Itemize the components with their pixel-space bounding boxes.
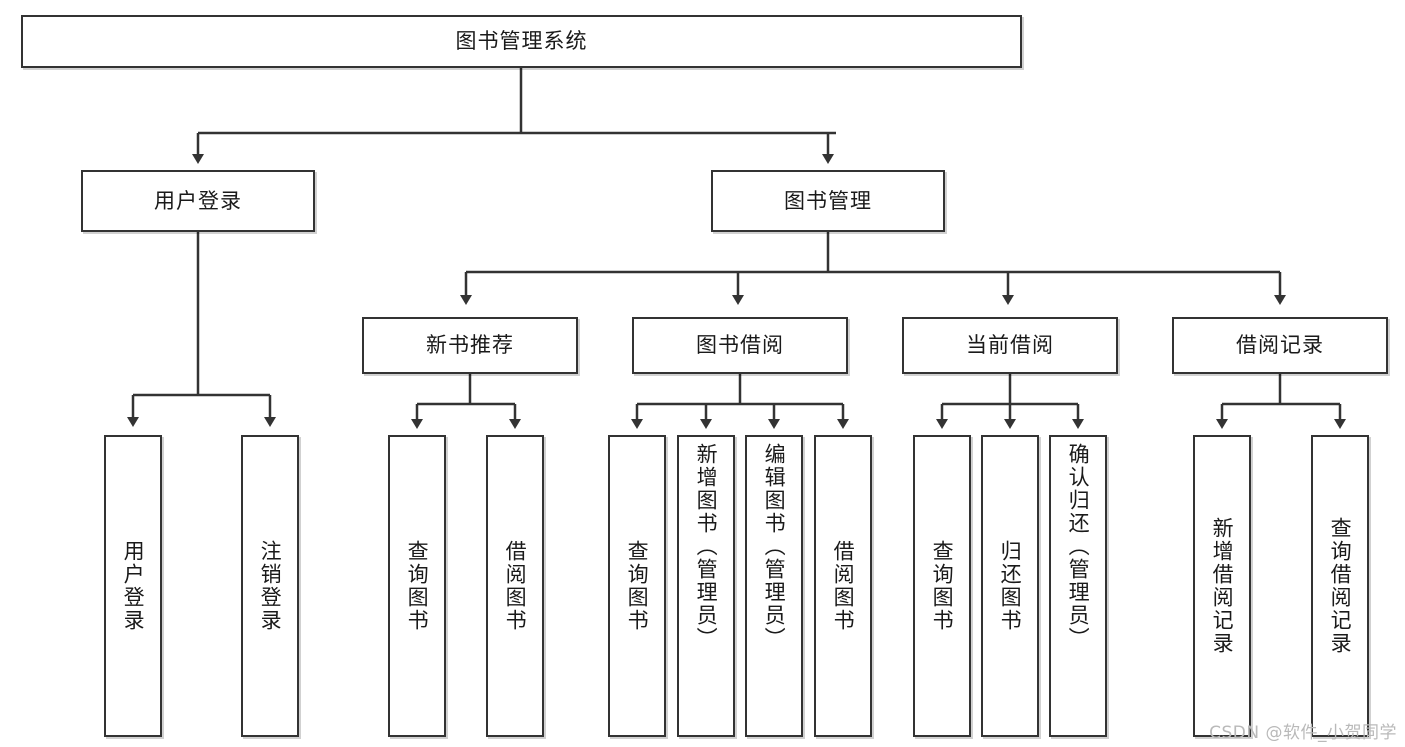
leaf-return-book[interactable]: 归还图书 xyxy=(981,435,1039,737)
leaf-confirm-return-label: 确认归还（管理员） xyxy=(1066,443,1091,650)
leaf-borrow-book-1[interactable]: 借阅图书 xyxy=(486,435,544,737)
node-borrow-record-label: 借阅记录 xyxy=(1236,333,1324,357)
leaf-add-book[interactable]: 新增图书（管理员） xyxy=(677,435,735,737)
node-new-book-recommend-label: 新书推荐 xyxy=(426,333,514,357)
node-current-borrow-label: 当前借阅 xyxy=(966,333,1054,357)
node-book-borrow-label: 图书借阅 xyxy=(696,333,784,357)
node-book-management-label: 图书管理 xyxy=(784,188,872,213)
leaf-borrow-book-2-label: 借阅图书 xyxy=(831,540,856,632)
node-user-login-label: 用户登录 xyxy=(154,188,242,213)
leaf-add-borrow-record-label: 新增借阅记录 xyxy=(1210,517,1235,655)
leaf-logout-login[interactable]: 注销登录 xyxy=(241,435,299,737)
leaf-user-login-label: 用户登录 xyxy=(121,540,146,632)
node-book-management[interactable]: 图书管理 xyxy=(711,170,945,232)
node-new-book-recommend[interactable]: 新书推荐 xyxy=(362,317,578,374)
leaf-add-book-label: 新增图书（管理员） xyxy=(694,443,719,650)
leaf-query-book-2-label: 查询图书 xyxy=(625,540,650,632)
leaf-logout-login-label: 注销登录 xyxy=(258,540,283,632)
leaf-query-book-1[interactable]: 查询图书 xyxy=(388,435,446,737)
leaf-query-book-3[interactable]: 查询图书 xyxy=(913,435,971,737)
leaf-borrow-book-2[interactable]: 借阅图书 xyxy=(814,435,872,737)
node-book-borrow[interactable]: 图书借阅 xyxy=(632,317,848,374)
node-user-login[interactable]: 用户登录 xyxy=(81,170,315,232)
leaf-query-borrow-record-label: 查询借阅记录 xyxy=(1328,517,1353,655)
node-root[interactable]: 图书管理系统 xyxy=(21,15,1022,68)
leaf-add-borrow-record[interactable]: 新增借阅记录 xyxy=(1193,435,1251,737)
leaf-edit-book-label: 编辑图书（管理员） xyxy=(762,443,787,650)
leaf-edit-book[interactable]: 编辑图书（管理员） xyxy=(745,435,803,737)
leaf-user-login[interactable]: 用户登录 xyxy=(104,435,162,737)
leaf-return-book-label: 归还图书 xyxy=(998,540,1023,632)
leaf-query-book-2[interactable]: 查询图书 xyxy=(608,435,666,737)
leaf-query-book-1-label: 查询图书 xyxy=(405,540,430,632)
node-current-borrow[interactable]: 当前借阅 xyxy=(902,317,1118,374)
node-root-label: 图书管理系统 xyxy=(455,29,588,53)
leaf-confirm-return[interactable]: 确认归还（管理员） xyxy=(1049,435,1107,737)
leaf-query-borrow-record[interactable]: 查询借阅记录 xyxy=(1311,435,1369,737)
leaf-borrow-book-1-label: 借阅图书 xyxy=(503,540,528,632)
leaf-query-book-3-label: 查询图书 xyxy=(930,540,955,632)
node-borrow-record[interactable]: 借阅记录 xyxy=(1172,317,1388,374)
